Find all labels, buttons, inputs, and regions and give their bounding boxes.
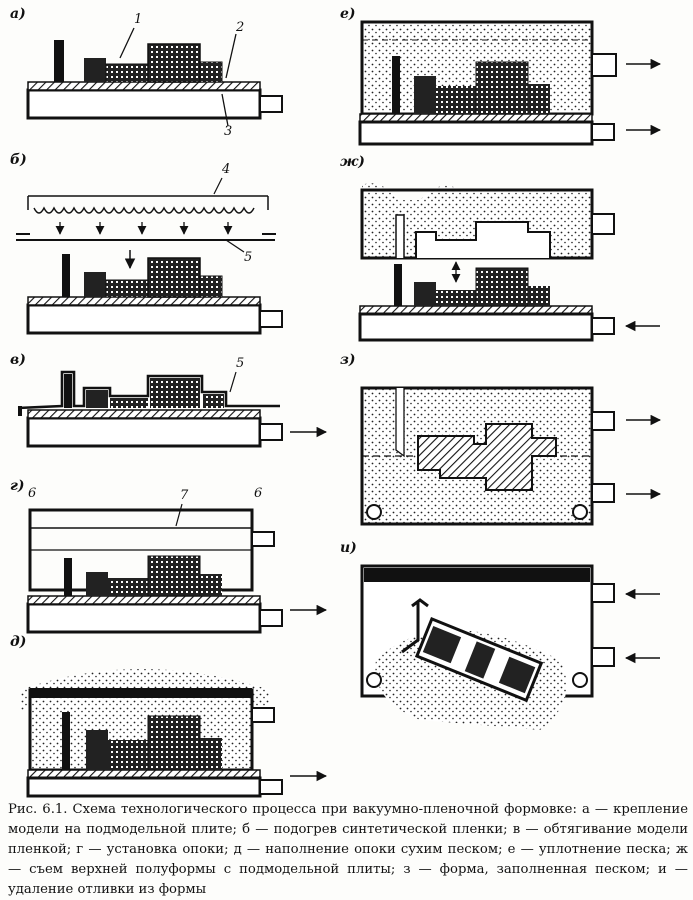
panel-i-drawing xyxy=(360,564,660,730)
figure-caption: Рис. 6.1. Схема технологического процесс… xyxy=(8,802,688,897)
panel-label-e: е) xyxy=(340,6,356,22)
panel-a-drawing xyxy=(26,27,283,127)
panel-label-g: г) xyxy=(10,478,25,494)
figure-drawing xyxy=(16,20,662,798)
panel-label-v: в) xyxy=(10,352,26,368)
part-number-2: 2 xyxy=(236,20,245,35)
part-number-7: 7 xyxy=(180,488,189,503)
panel-label-zh: ж) xyxy=(340,154,365,170)
part-number-5-v: 5 xyxy=(236,356,245,371)
panel-label-i: и) xyxy=(340,540,357,556)
panel-label-b: б) xyxy=(10,152,27,168)
part-number-6-left: 6 xyxy=(28,486,37,501)
panel-zh-drawing xyxy=(358,183,660,342)
part-number-6-right: 6 xyxy=(254,486,263,501)
panel-v-drawing xyxy=(17,370,328,448)
panel-d-drawing xyxy=(20,669,328,798)
panel-g-drawing xyxy=(26,503,328,634)
panel-label-a: а) xyxy=(10,6,26,22)
part-number-1: 1 xyxy=(134,12,143,27)
panel-b-drawing xyxy=(16,177,283,335)
part-number-5-b: 5 xyxy=(244,250,253,265)
part-number-3: 3 xyxy=(224,124,233,139)
part-number-4: 4 xyxy=(222,162,231,177)
panel-label-d: д) xyxy=(10,634,27,650)
panel-label-z: з) xyxy=(340,352,356,368)
panel-e-drawing xyxy=(358,20,662,146)
panel-z-drawing xyxy=(360,386,662,526)
